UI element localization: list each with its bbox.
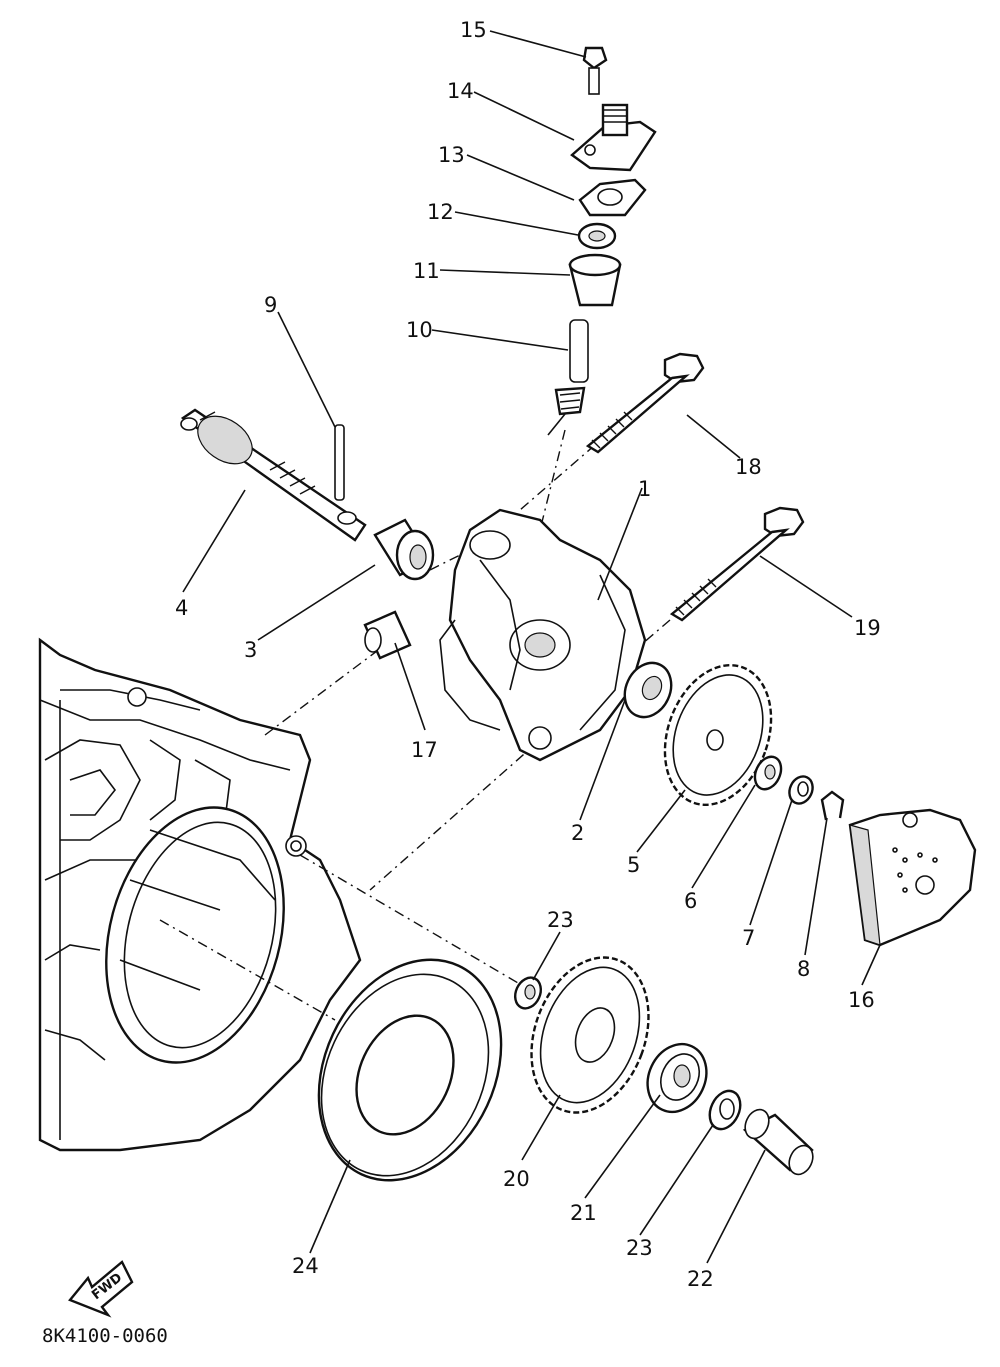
leader-lines <box>182 30 881 1264</box>
label-part-5: 5 <box>627 853 640 877</box>
label-part-18: 18 <box>735 455 762 479</box>
bearing-part-21 <box>646 1042 708 1114</box>
label-part-13: 13 <box>438 143 465 167</box>
washer-part-2 <box>623 661 673 719</box>
bolt-part-18 <box>585 352 705 454</box>
label-part-19: 19 <box>854 616 881 640</box>
label-part-23-upper: 23 <box>547 908 574 932</box>
label-part-6: 6 <box>684 889 697 913</box>
shaft-part-22 <box>742 1108 814 1176</box>
gear-part-5 <box>663 664 773 806</box>
part-labels: 1 2 3 4 5 6 7 8 9 10 11 12 13 14 15 16 1… <box>175 18 881 1291</box>
washer-part-7 <box>788 775 814 805</box>
plate-part-16 <box>848 808 977 947</box>
label-part-11: 11 <box>413 259 440 283</box>
label-part-20: 20 <box>503 1167 530 1191</box>
bushing-part-3 <box>373 518 435 581</box>
washer-part-6 <box>753 755 783 791</box>
label-part-1: 1 <box>638 477 651 501</box>
label-part-4: 4 <box>175 596 188 620</box>
housing-part-1 <box>439 508 647 762</box>
worm-shaft-part-4 <box>180 408 367 542</box>
label-part-23-lower: 23 <box>626 1236 653 1260</box>
label-part-9: 9 <box>264 293 277 317</box>
label-part-14: 14 <box>447 79 474 103</box>
label-part-16: 16 <box>848 988 875 1012</box>
washer-part-23-upper <box>513 976 543 1010</box>
label-part-24: 24 <box>292 1254 319 1278</box>
dowel-part-17 <box>363 610 412 660</box>
top-stack <box>547 46 657 436</box>
label-part-17: 17 <box>411 738 438 762</box>
label-part-22: 22 <box>687 1267 714 1291</box>
label-part-7: 7 <box>742 926 755 950</box>
label-part-15: 15 <box>460 18 487 42</box>
label-part-12: 12 <box>427 200 454 224</box>
forward-arrow-icon: FWD <box>68 1260 134 1318</box>
seal-part-24 <box>317 958 503 1182</box>
gear-part-20 <box>530 956 650 1114</box>
drawing-code: 8K4100-0060 <box>42 1325 168 1347</box>
label-part-8: 8 <box>797 957 810 981</box>
label-part-3: 3 <box>244 638 257 662</box>
clip-part-8 <box>820 790 845 821</box>
label-part-10: 10 <box>406 318 433 342</box>
pin-part-9 <box>334 424 345 501</box>
crankcase-section <box>38 637 362 1152</box>
label-part-21: 21 <box>570 1201 597 1225</box>
washer-part-23-lower <box>708 1089 742 1131</box>
bolt-part-19 <box>669 506 805 622</box>
label-part-2: 2 <box>571 821 584 845</box>
